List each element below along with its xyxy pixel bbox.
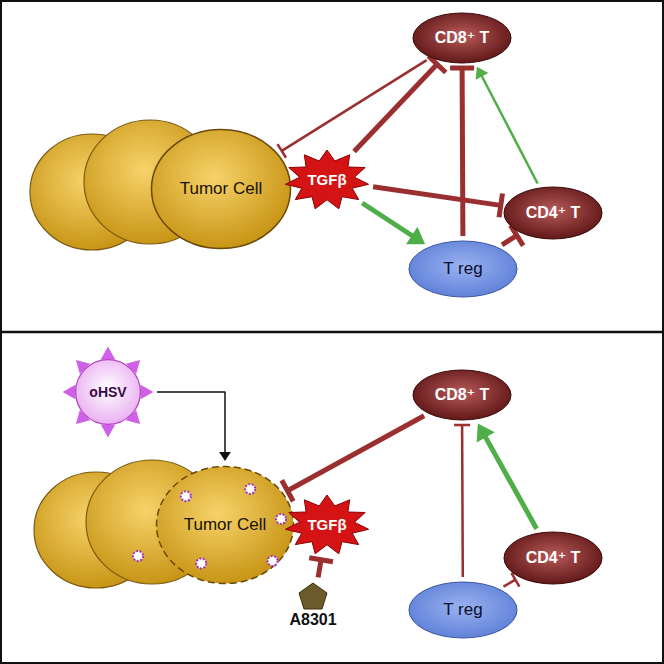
treg-cell: T reg (408, 240, 518, 298)
virus-spike (101, 425, 116, 438)
arrow-head (219, 452, 231, 461)
node-label: TGFβ (307, 516, 346, 533)
cell-ellipse (504, 187, 602, 239)
inhibition-connector (278, 60, 427, 158)
connector-line (460, 68, 466, 236)
inhibition-bar (450, 65, 474, 70)
pentagon-shape (299, 583, 327, 609)
virus-spike (63, 385, 76, 400)
virus-particles (133, 551, 143, 561)
cd8-t-cell: CD8⁺ T (412, 369, 512, 421)
tumor-cell-body (157, 467, 294, 584)
connector-line (157, 392, 225, 453)
starburst (285, 150, 368, 209)
arrow-head (406, 227, 425, 244)
panel-divider (0, 331, 664, 334)
inhibition-connector (450, 68, 474, 236)
connector-line (502, 236, 517, 245)
inhibition-connector (309, 558, 333, 578)
connector-line (482, 76, 538, 184)
starburst (285, 495, 368, 554)
node-label: T reg (443, 600, 482, 620)
a8301-drug: A8301 (278, 581, 348, 633)
virus-particle (181, 491, 191, 501)
virus-particle (268, 556, 278, 566)
node-label: A8301 (289, 611, 336, 629)
connector-line (318, 560, 321, 578)
node-label: CD4⁺ T (526, 204, 581, 222)
node-label: TGFβ (307, 171, 346, 188)
cd8-t-cell: CD8⁺ T (412, 12, 512, 64)
pentagon-symbol (297, 581, 329, 611)
tumor-cell: Tumor Cell (150, 128, 292, 250)
virus-particle (196, 558, 206, 568)
inhibition-bar (499, 194, 502, 218)
activation-arrow (477, 423, 537, 528)
connector-line (485, 437, 536, 529)
ohsv-virus: oHSV (63, 347, 153, 437)
cell-ellipse (409, 582, 517, 638)
arrow-head (477, 423, 495, 442)
node-label: CD8⁺ T (435, 386, 490, 404)
cell-ellipse (504, 532, 602, 584)
connector-line (282, 60, 427, 151)
cell-ellipse (413, 370, 511, 420)
activation-arrow (476, 67, 538, 184)
treg-cell: T reg (408, 581, 518, 639)
connector-line (288, 416, 425, 491)
cd4-t-cell: CD4⁺ T (503, 531, 603, 585)
activation-arrow (157, 392, 231, 461)
inhibition-connector (282, 416, 424, 501)
node-label: T reg (443, 259, 482, 279)
activation-arrow (362, 203, 425, 244)
tgfb-burst: TGFβ (284, 149, 370, 211)
cell-ellipse (413, 13, 511, 63)
inhibition-connector (454, 425, 470, 577)
node-label: Tumor Cell (180, 179, 263, 199)
virus-particle (245, 484, 255, 494)
tgfb-burst: TGFβ (284, 494, 370, 556)
tumor-cell-body (152, 130, 291, 249)
connector-line (362, 203, 412, 236)
connector-line (373, 187, 501, 206)
inhibition-bar (454, 424, 470, 427)
inhibition-bar (309, 558, 333, 562)
inhibition-connector (354, 56, 446, 152)
virus-particle (276, 514, 286, 524)
connector-line (461, 425, 464, 577)
connector-line (504, 580, 516, 587)
virus-body (76, 360, 141, 425)
virus-spike (101, 347, 116, 360)
node-label: CD8⁺ T (435, 29, 490, 47)
node-label: CD4⁺ T (526, 549, 581, 567)
arrow-head (476, 67, 489, 80)
cell-ellipse (409, 241, 517, 297)
virus-spike (141, 385, 154, 400)
connector-line (354, 64, 437, 151)
cd4-t-cell: CD4⁺ T (503, 186, 603, 240)
node-label: Tumor Cell (184, 515, 267, 535)
inhibition-connector (373, 187, 502, 218)
tumor-cell: Tumor Cell (155, 465, 295, 585)
node-label: oHSV (89, 384, 126, 400)
